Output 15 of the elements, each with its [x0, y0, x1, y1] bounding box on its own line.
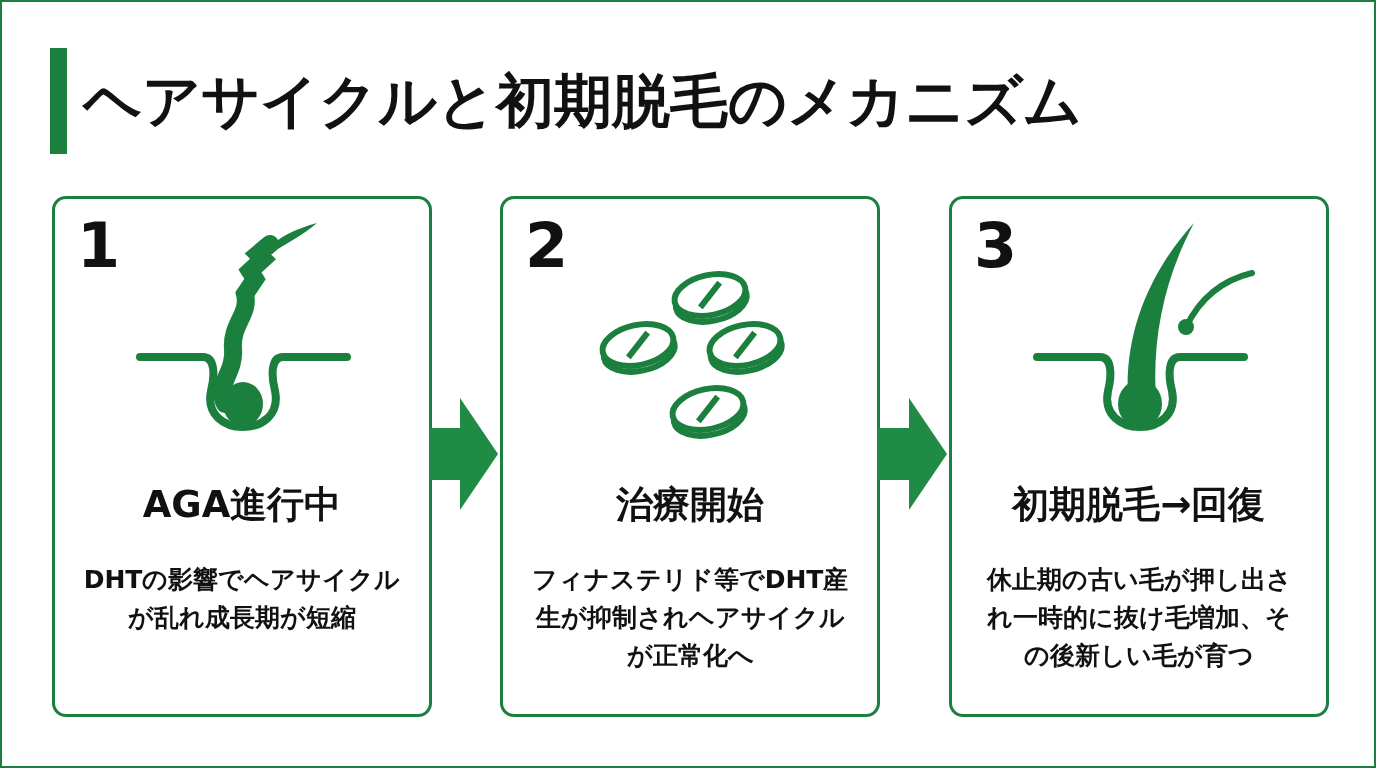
title: ヘアサイクルと初期脱毛のメカニズム: [50, 48, 1082, 154]
step-description: フィナステリド等でDHT産生が抑制されヘアサイクルが正常化へ: [530, 564, 850, 672]
step-number: 2: [525, 215, 569, 277]
step-card: [500, 196, 880, 717]
step-number: 1: [77, 215, 121, 277]
step-heading: 初期脱毛→回復: [1010, 483, 1267, 528]
step-description: DHTの影響でヘアサイクルが乱れ成長期が短縮: [82, 564, 402, 634]
step-description: 休止期の古い毛が押し出され一時的に抜け毛増加、その後新しい毛が育つ: [985, 564, 1293, 672]
arrow: [430, 398, 498, 510]
step-card: [52, 196, 432, 717]
step-card: [949, 196, 1329, 717]
step-heading: 治療開始: [615, 483, 765, 528]
arrow: [878, 398, 947, 510]
step-heading: AGA進行中: [141, 483, 343, 528]
step-number: 3: [974, 215, 1018, 277]
